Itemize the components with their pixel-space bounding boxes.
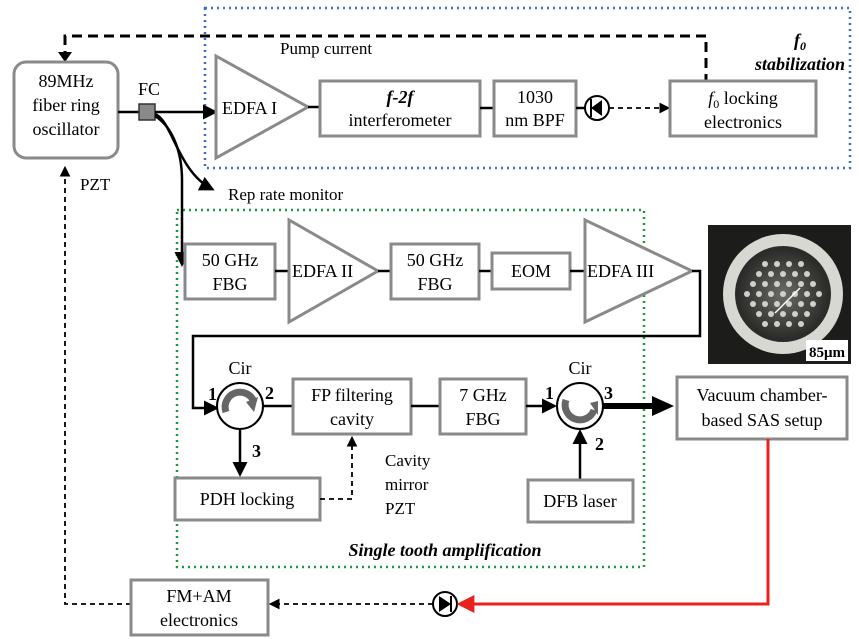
cir1-port1: 1 [208,384,217,404]
cavity-mirror-label-1: Cavity [385,451,431,470]
pdh-to-cavity [320,435,358,500]
f2f-label-1: f-2f [387,87,416,107]
f0-feedback-line [63,34,708,84]
fbg2-label-1: 50 GHz [407,250,464,270]
bpf-label-2: nm BPF [505,110,565,130]
vacuum-label-1: Vacuum chamber- [696,385,827,405]
photodiode-top-icon [584,95,610,121]
cir1-label: Cir [228,358,251,378]
f0-lock-box [668,79,818,138]
dfb-box [526,478,635,524]
edfa3-to-cir1 [191,269,702,416]
f2f-label-2: interferometer [349,110,452,130]
fbg1-label-1: 50 GHz [202,250,259,270]
cavity-mirror-label-2: mirror [385,475,429,494]
cir1-port3: 3 [252,441,261,461]
oscillator-label-3: oscillator [33,119,100,139]
fbg3-label-1: 7 GHz [459,385,507,405]
circulator-2-icon [556,382,604,430]
fbg3-box [438,377,528,436]
cir2-port2: 2 [595,434,604,454]
f0-lock-label-1: f0 locking [708,88,778,111]
fc-to-rep-rate [154,112,215,191]
edfa2-triangle [287,217,382,325]
f0-stab-label-2: stabilization [754,54,845,74]
f2f-box [318,79,482,138]
edfa3-triangle [583,217,696,325]
fbg1-label-2: FBG [212,274,247,294]
vacuum-box [675,375,849,441]
cir2-port3: 3 [604,383,613,403]
vacuum-label-2: based SAS setup [702,410,823,430]
pump-current-label: Pump current [280,39,372,58]
single-tooth-region [175,208,646,569]
cavity-mirror-label-3: PZT [385,499,416,518]
oscillator-label-1: 89MHz [39,71,94,91]
edfa1-triangle [214,53,312,161]
fc-to-fbg1 [154,114,190,267]
photodiode-bottom-icon [432,591,458,617]
pzt-label: PZT [80,175,111,194]
f0-lock-label-2: electronics [704,112,782,132]
edfa3-label: EDFA III [587,261,654,281]
fmam-box [129,578,270,637]
f0-stab-label-1: f0 [794,30,806,53]
oscillator-box [12,60,120,160]
pdh-box [173,476,322,522]
circulator-1-icon [216,382,264,430]
fbg2-box [389,242,481,301]
eom-label: EOM [511,261,551,281]
bottom-feedback-line [59,165,131,605]
scale-bar-label: 85μm [809,345,846,361]
rep-rate-label: Rep rate monitor [228,185,344,204]
bpf-label-1: 1030 [517,87,553,107]
dfb-label: DFB laser [543,491,617,511]
fbg1-box [183,242,277,301]
cir2-port1: 1 [545,383,554,403]
cir1-port2: 2 [265,383,274,403]
fbg3-label-2: FBG [465,409,500,429]
edfa2-label: EDFA II [292,261,353,281]
edfa1-label: EDFA I [222,98,277,118]
f0-stabilization-region [203,6,852,170]
fc-label: FC [138,79,160,99]
fp-cavity-label-1: FP filtering [311,385,393,405]
fmam-label-2: electronics [160,610,238,630]
cir2-label: Cir [568,358,591,378]
pdh-label: PDH locking [200,489,295,509]
single-tooth-label: Single tooth amplification [348,540,541,560]
oscillator-label-2: fiber ring [32,95,99,115]
fp-cavity-label-2: cavity [330,409,374,429]
fiber-micrograph-image: 85μm [708,225,851,364]
fmam-label-1: FM+AM [166,586,231,606]
sas-to-photodiode-red [456,439,770,613]
fbg2-label-2: FBG [417,274,452,294]
fiber-coupler [138,103,156,121]
